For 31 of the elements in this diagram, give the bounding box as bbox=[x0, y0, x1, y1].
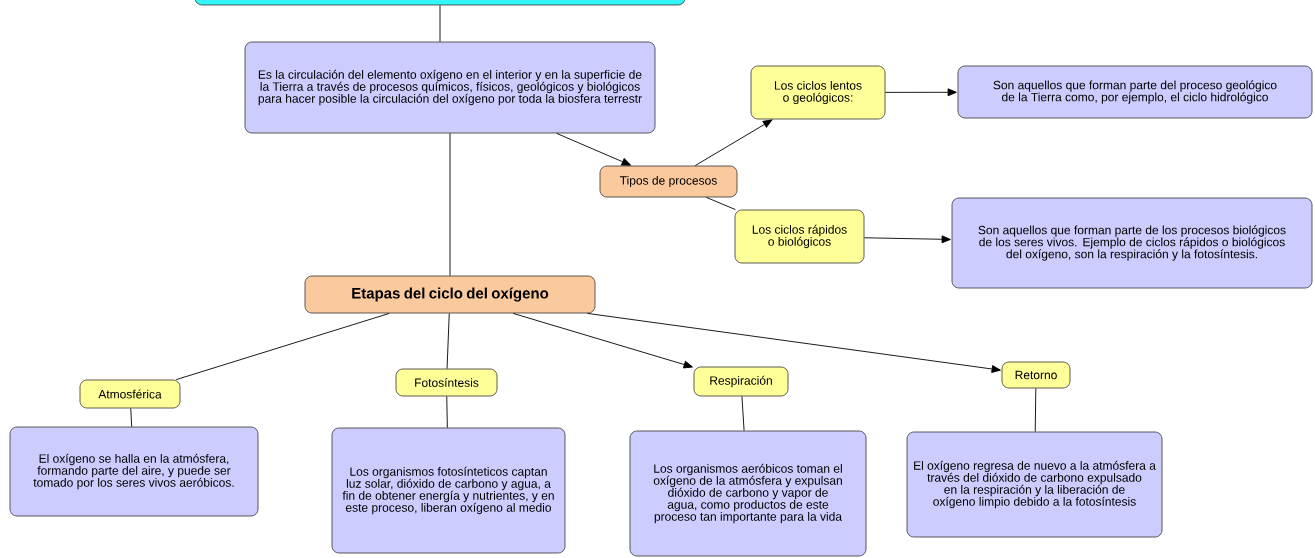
connector bbox=[694, 119, 773, 167]
connector bbox=[1034, 387, 1037, 433]
concept-box: Fotosíntesis bbox=[395, 368, 498, 397]
concept-box: Atmosférica bbox=[79, 379, 181, 409]
connector bbox=[556, 132, 631, 166]
description-box: Son aquellos que forman parte de los procesos biológicos de los seres vivos. Ejemplo de ciclos rápidos o biológicos del oxígeno, son la respiración y la fotosíntesis. bbox=[951, 197, 1313, 289]
concept-box: Retorno bbox=[1001, 361, 1071, 389]
header-box bbox=[194, 0, 686, 6]
connector bbox=[705, 196, 736, 211]
connector bbox=[741, 395, 745, 432]
description-box: El oxígeno regresa de nuevo a la atmósfera a través del dióxido de carbono expulsado en la respiración y la liberación de oxígeno limpio debido a la fotosíntesis bbox=[906, 431, 1163, 538]
description-box: Es la circulación del elemento oxígeno en el interior y en la superficie de la Tierra a través de procesos químicos, físicos, geológicos y biológicos para hacer posible la circulación del oxígeno por toda la biosfera terrestr bbox=[244, 41, 656, 134]
connector bbox=[587, 312, 1001, 373]
connector bbox=[512, 312, 693, 369]
connector bbox=[175, 312, 390, 381]
connector bbox=[439, 4, 441, 43]
connector bbox=[130, 407, 133, 428]
concept-box: Respiración bbox=[693, 366, 789, 397]
topic-box: Etapas del ciclo del oxígeno bbox=[304, 275, 596, 314]
description-box: Los organismos fotosínteticos captan luz solar, dióxido de carbono y agua, a fin de obtener energía y nutrientes, y en este proceso, liberan oxígeno al medio bbox=[331, 427, 566, 554]
concept-box: Los ciclos rápidos o biológicos bbox=[734, 209, 865, 264]
connector bbox=[449, 132, 451, 277]
description-box: Son aquellos que forman parte del proceso geológico de la Tierra como, por ejemplo, el ciclo hidrológico bbox=[957, 65, 1313, 119]
description-box: Los organismos aeróbicos toman el oxígeno de la atmósfera y expulsan dióxido de carbono y vapor de agua, como productos de este proceso tan importante para la vida bbox=[629, 430, 867, 557]
connector bbox=[446, 395, 448, 429]
concept-box: Los ciclos lentos o geológicos: bbox=[750, 65, 886, 120]
description-box: El oxígeno se halla en la atmósfera, formando parte del aire, y puede ser tomado por los seres vivos aeróbicos. bbox=[9, 426, 259, 517]
connector bbox=[863, 235, 951, 244]
topic-box: Tipos de procesos bbox=[599, 165, 738, 198]
connector bbox=[446, 312, 450, 370]
connector bbox=[884, 88, 957, 97]
